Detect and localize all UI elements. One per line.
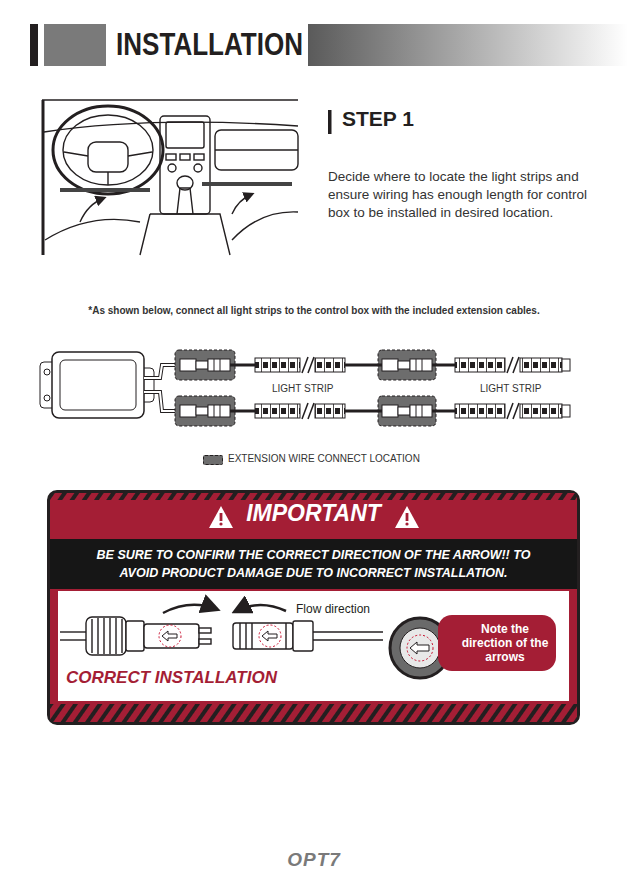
warning-icon (395, 506, 419, 528)
flow-label: Flow direction (296, 602, 370, 616)
connector-illustration (313, 631, 383, 632)
car-interior (202, 182, 292, 186)
connector-illustration (60, 617, 383, 655)
wiring-diagram (144, 392, 180, 411)
connector-illustration (199, 639, 211, 644)
car-interior (42, 100, 45, 255)
warning-panel-art (50, 704, 577, 722)
car-interior (42, 100, 298, 255)
warning-icon (219, 522, 222, 525)
connector-illustration (163, 605, 216, 613)
car-interior (45, 219, 140, 240)
wiring-diagram (44, 395, 50, 401)
connector-illustration (410, 642, 429, 654)
node-heading: Note the direction of the arrows (460, 622, 550, 664)
connector-illustration (293, 621, 313, 651)
car-interior (88, 142, 128, 172)
connector-illustration (400, 628, 440, 668)
car-interior (166, 154, 176, 160)
step-text: Decide where to locate the light strips … (328, 168, 596, 222)
connector-illustration (159, 625, 181, 647)
node-heading: IMPORTANT (50, 499, 577, 527)
step-bar (328, 110, 332, 134)
car-interior (60, 188, 150, 192)
warning-icon (405, 522, 408, 525)
wiring-diagram (175, 350, 570, 380)
car-interior (53, 106, 163, 194)
warning-panel-art (50, 493, 577, 500)
title-bar (308, 24, 628, 66)
car-interior (232, 212, 298, 240)
connector-illustration (60, 631, 88, 632)
step-heading: STEP 1 (342, 107, 414, 131)
connector-illustration (407, 635, 433, 661)
callout-box: Note the direction of the arrows (438, 615, 556, 671)
car-interior (232, 194, 252, 214)
connector-illustration (233, 623, 293, 649)
part-label: LIGHT STRIP (480, 383, 542, 394)
car-interior (180, 154, 190, 160)
car-interior (177, 188, 193, 214)
car-interior (194, 164, 202, 172)
car-interior (194, 154, 204, 160)
node-heading: BE SURE TO CONFIRM THE CORRECT DIRECTION… (80, 546, 547, 582)
connector-illustration (126, 621, 144, 651)
car-interior (42, 99, 298, 100)
warning-icon (406, 513, 409, 521)
wiring-diagram (175, 396, 570, 426)
title-bar (44, 24, 106, 66)
part-label: LIGHT STRIP (272, 383, 334, 394)
connector-illustration (144, 624, 199, 648)
legend-swatch (203, 455, 223, 465)
wiring-diagram (40, 350, 570, 426)
brand-logo: OPT7 (0, 849, 628, 871)
connector-illustration (92, 618, 122, 654)
car-interior (63, 115, 153, 185)
warning-icon (220, 513, 223, 521)
title-bar (30, 24, 38, 66)
legend-text: EXTENSION WIRE CONNECT LOCATION (228, 452, 420, 466)
warning-icon (395, 506, 419, 528)
car-interior (215, 149, 298, 150)
car-interior (80, 198, 104, 222)
wiring-diagram (144, 365, 180, 378)
node-heading: CORRECT INSTALLATION (66, 667, 277, 689)
car-interior (64, 152, 152, 185)
car-interior (177, 176, 193, 190)
connector-illustration (259, 625, 281, 647)
car-interior (168, 164, 176, 172)
wiring-diagram (60, 360, 136, 410)
connector-illustration (60, 639, 88, 640)
connector-illustration (86, 617, 126, 655)
wiring-diagram (144, 365, 180, 378)
connector-illustration (313, 639, 383, 640)
car-interior (160, 116, 210, 214)
warning-icon (209, 506, 233, 528)
warning-icon (209, 506, 233, 528)
car-interior (140, 214, 230, 255)
warning-band: BE SURE TO CONFIRM THE CORRECT DIRECTION… (50, 539, 577, 589)
car-interior (215, 130, 298, 170)
connector-illustration (262, 631, 277, 641)
wiring-diagram (52, 352, 144, 418)
page-title: INSTALLATION (116, 27, 303, 63)
connector-illustration (199, 628, 211, 633)
connector-illustration (240, 623, 286, 649)
car-interior (166, 122, 204, 148)
title-bar (30, 24, 628, 66)
wiring-diagram (144, 392, 180, 411)
note-text: *As shown below, connect all light strip… (0, 305, 628, 316)
connector-illustration (236, 605, 286, 611)
wiring-diagram (44, 369, 50, 375)
connector-illustration (162, 631, 177, 641)
